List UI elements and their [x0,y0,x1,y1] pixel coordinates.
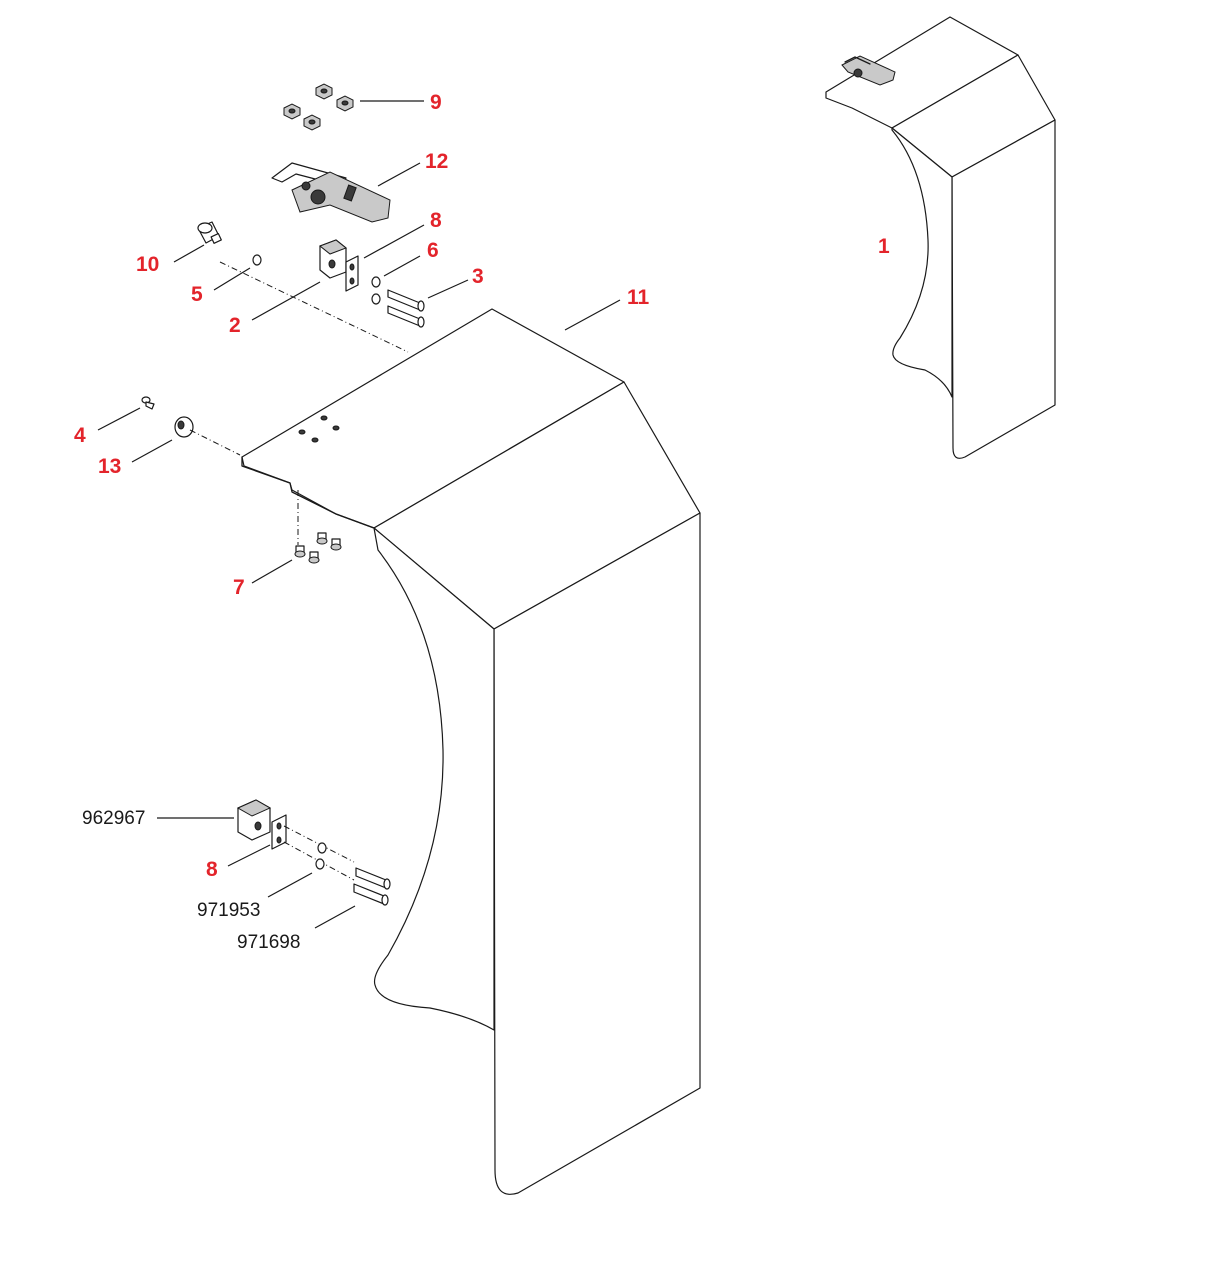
bumper-13 [174,416,194,438]
callout-9: 9 [430,91,442,114]
screw-4 [141,396,155,410]
callout-2: 2 [229,314,241,337]
plate-8-bottom [271,814,287,850]
callout-971698: 971698 [237,932,300,953]
washer-5 [252,254,262,266]
callout-12: 12 [425,150,448,173]
callout-8-bottom: 8 [206,858,218,881]
screws-3 [387,289,425,328]
screws-7 [294,532,342,564]
guard-assembled-view [825,16,1056,459]
hex-nuts [283,83,354,131]
guard-housing-main [219,261,701,1195]
callout-3: 3 [472,265,484,288]
callout-8-top: 8 [430,209,442,232]
callout-10: 10 [136,253,159,276]
callout-6: 6 [427,239,439,262]
callout-13: 13 [98,455,121,478]
latch-icon-small [841,55,896,86]
washers-6 [371,276,381,305]
block-962967 [236,799,272,841]
block-2 [319,239,347,279]
callout-1: 1 [878,235,890,258]
draw-latch [271,162,391,223]
bumper-10 [197,221,222,244]
callout-971953: 971953 [197,900,260,921]
leader-lines [97,100,621,929]
callout-962967: 962967 [82,808,145,829]
callout-5: 5 [191,283,203,306]
callout-7: 7 [233,576,245,599]
screws-971698 [353,867,391,906]
callout-11: 11 [627,286,650,309]
washers-971953 [315,842,327,870]
plate-8-top [345,255,359,292]
callout-4: 4 [74,424,86,447]
